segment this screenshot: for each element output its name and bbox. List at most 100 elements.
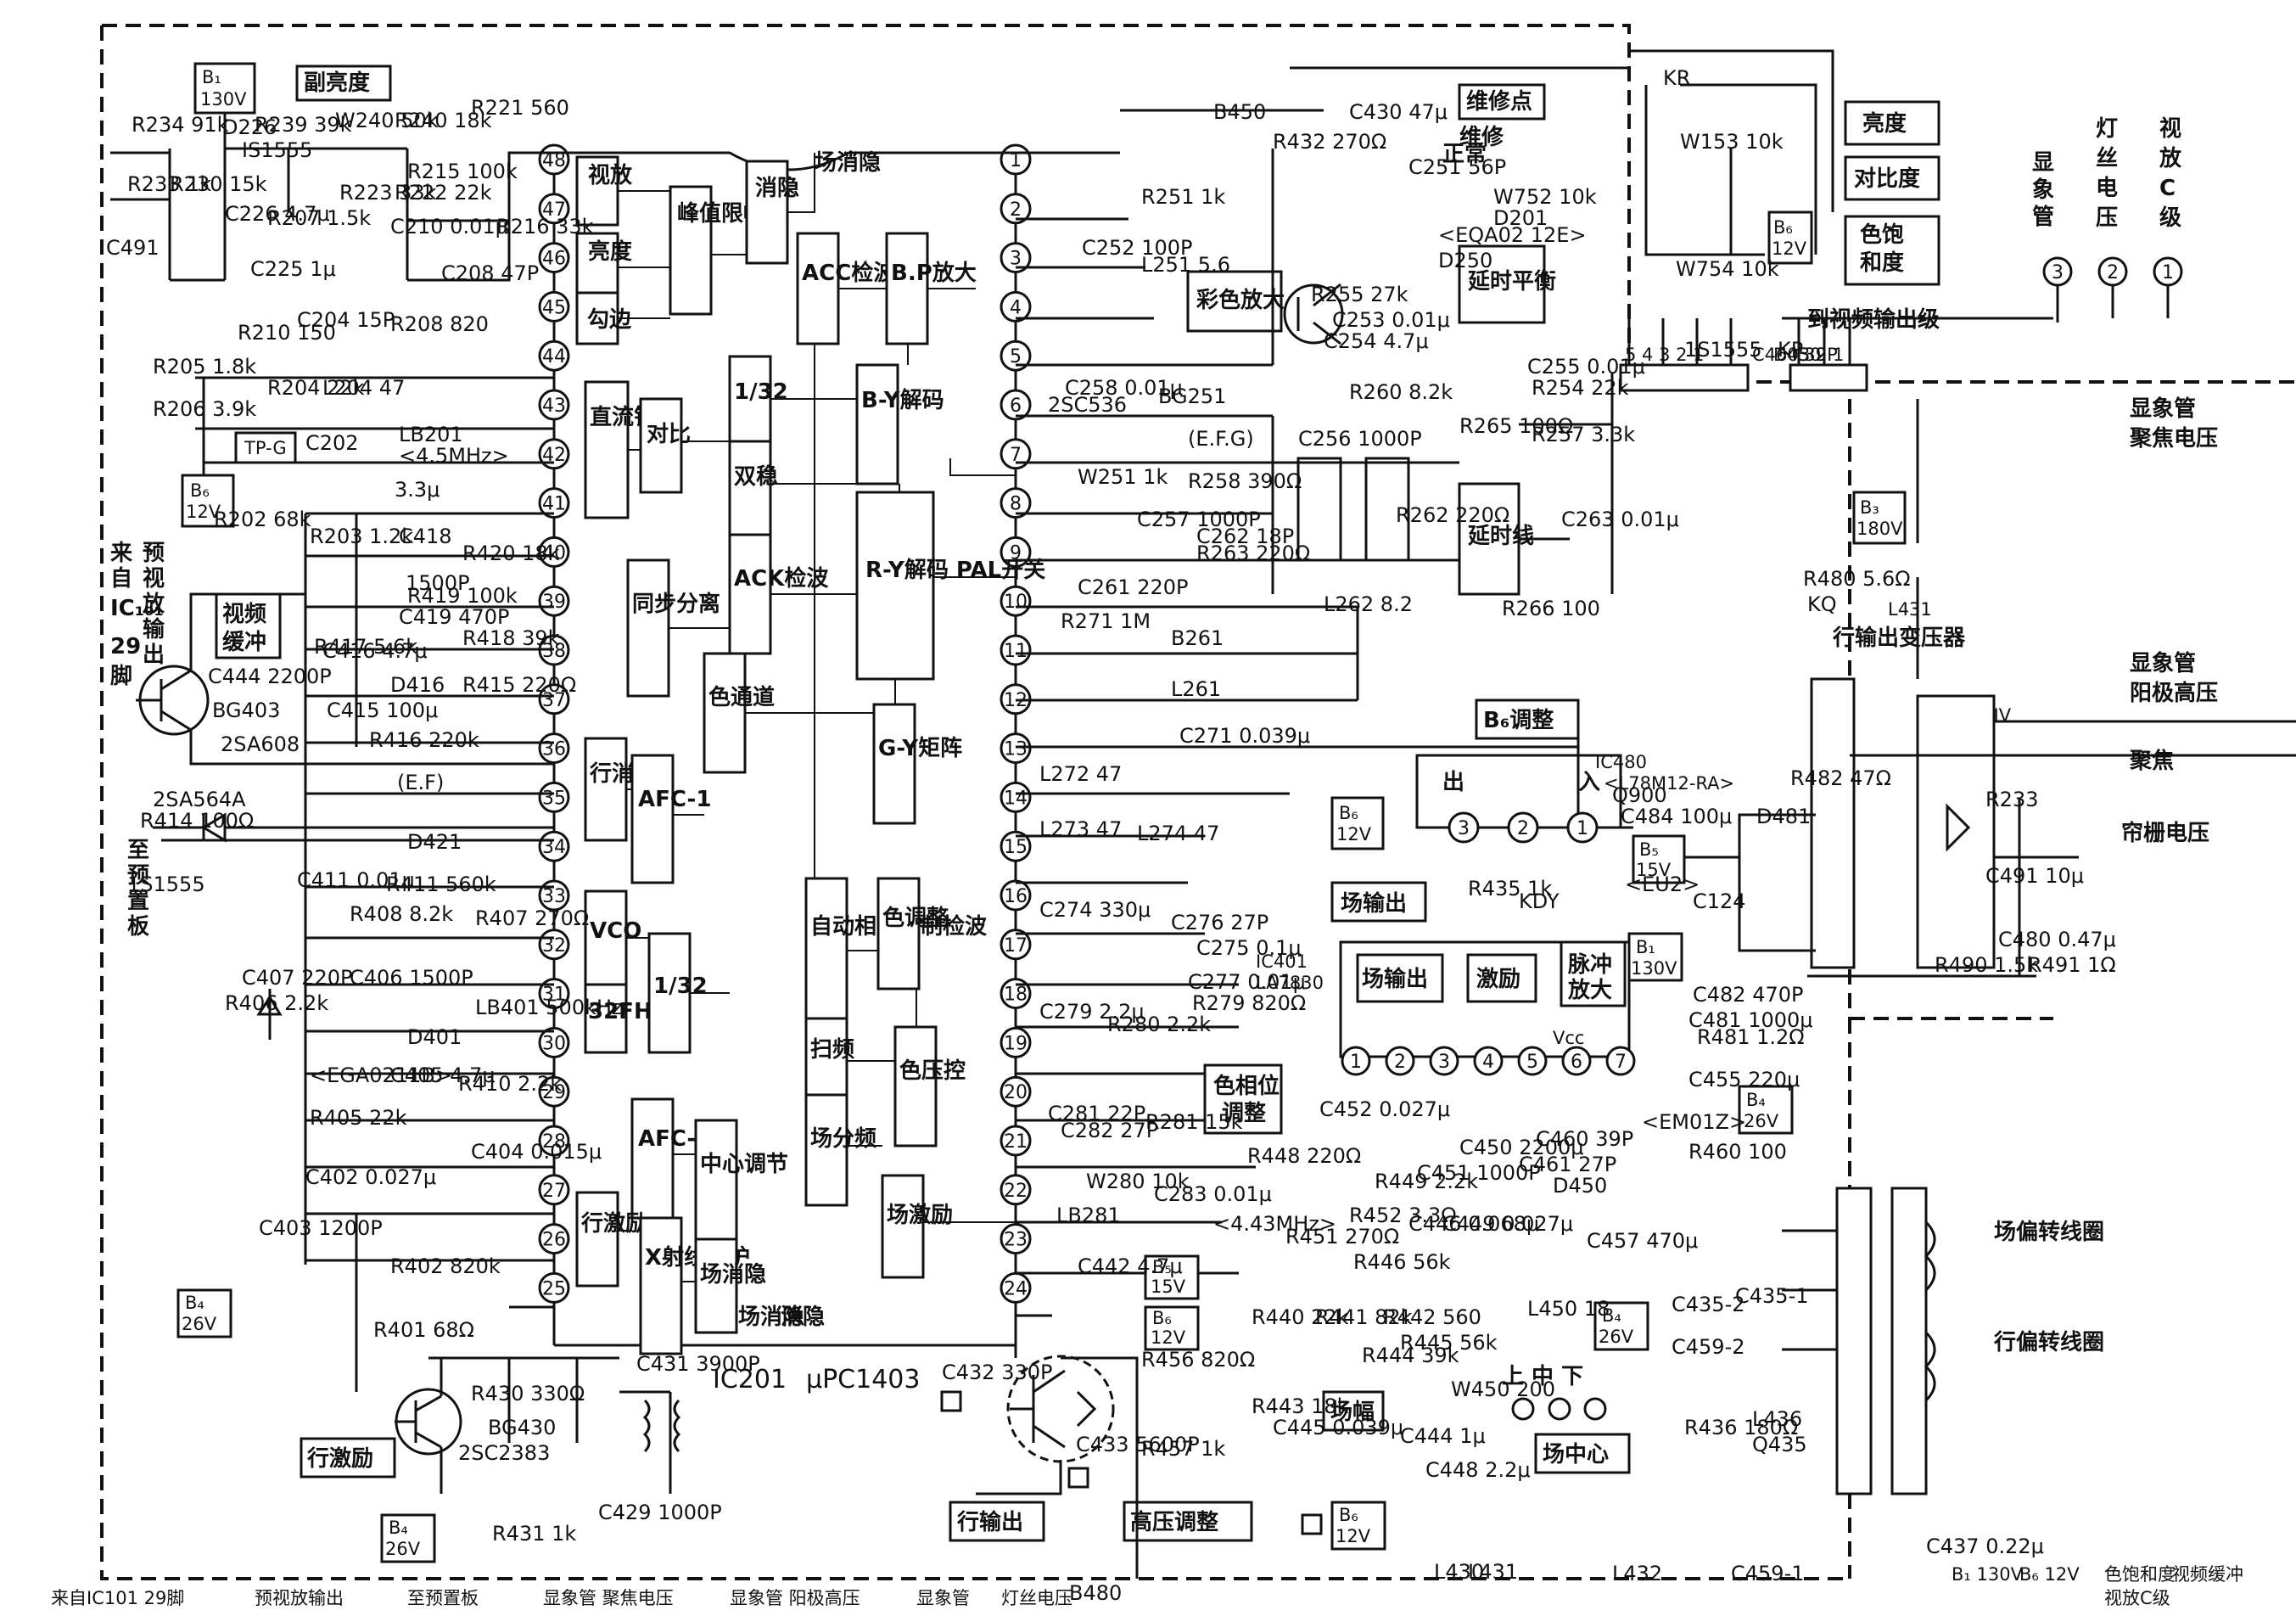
svg-text:21: 21 bbox=[1004, 1131, 1028, 1153]
component-label: C455 220μ bbox=[1688, 1068, 1800, 1091]
ic401-pin-2: 2 bbox=[1385, 1046, 1415, 1076]
svg-text:12V: 12V bbox=[1151, 1327, 1186, 1348]
svg-text:亮度: 亮度 bbox=[1862, 110, 1907, 137]
blk-shuangwen: 双稳 bbox=[728, 440, 778, 536]
svg-text:26V: 26V bbox=[385, 1539, 421, 1559]
component-label: R435 1k bbox=[1468, 877, 1552, 901]
svg-text:自: 自 bbox=[110, 565, 132, 592]
component-label: R414 100Ω bbox=[140, 809, 254, 833]
svg-text:46: 46 bbox=[542, 249, 566, 270]
component-label: 1S1555 bbox=[127, 873, 205, 896]
component-label: R233 1k bbox=[127, 172, 211, 196]
right-wiring bbox=[1016, 66, 1629, 1317]
svg-text:场输出: 场输出 bbox=[1341, 890, 1407, 917]
ic201-pin-37: 37 bbox=[538, 683, 570, 715]
svg-text:对比度: 对比度 bbox=[1854, 166, 1920, 192]
svg-text:B₃: B₃ bbox=[1860, 497, 1879, 518]
hidden-label: 灯丝电压 bbox=[1001, 1588, 1072, 1608]
component-label: L204 47 bbox=[322, 376, 405, 400]
component-label: C402 0.027μ bbox=[305, 1165, 436, 1189]
component-label: KDY bbox=[1519, 889, 1560, 913]
svg-text:亮度: 亮度 bbox=[588, 238, 632, 265]
component-label: C253 0.01μ bbox=[1332, 308, 1450, 332]
ic201-pin-45: 45 bbox=[538, 290, 570, 323]
svg-text:调整: 调整 bbox=[1222, 1100, 1266, 1126]
component-label: C446 0.068μ bbox=[1408, 1212, 1539, 1236]
svg-text:10: 10 bbox=[1004, 592, 1028, 613]
svg-text:显象管: 显象管 bbox=[2130, 650, 2196, 676]
svg-text:阳极高压: 阳极高压 bbox=[2130, 680, 2218, 706]
component-label: W240 50k bbox=[335, 109, 439, 132]
blk-changxiaoyin: 场消隐 bbox=[694, 1237, 766, 1334]
component-label: L431 bbox=[1468, 1560, 1518, 1584]
svg-text:3: 3 bbox=[1438, 1052, 1450, 1073]
blk-liangdu: 亮度 bbox=[575, 232, 632, 303]
component-label: R223 33k bbox=[339, 181, 437, 205]
blk-ackjian: ACK检波 bbox=[728, 533, 829, 655]
component-label: B480 bbox=[1069, 1581, 1122, 1605]
component-label: R445 56k bbox=[1400, 1331, 1498, 1355]
ic201-pin-1: 1 bbox=[1000, 143, 1032, 176]
ic201-pin-46: 46 bbox=[538, 242, 570, 274]
component-label: R411 560k bbox=[386, 873, 496, 896]
ic201-label: IC201 bbox=[713, 1365, 787, 1394]
svg-text:18: 18 bbox=[1004, 985, 1028, 1006]
blk-changjili: 场激励 bbox=[881, 1174, 953, 1279]
component-label: R266 100 bbox=[1502, 597, 1600, 620]
component-label: C484 100μ bbox=[1621, 805, 1732, 828]
component-label: W153 10k bbox=[1680, 130, 1784, 154]
svg-text:放: 放 bbox=[2159, 145, 2182, 171]
component-label: 2SC536 bbox=[1048, 393, 1127, 417]
blk-byjie: B-Y解码 bbox=[855, 363, 944, 485]
component-label: R202 68k bbox=[214, 508, 311, 531]
svg-text:1: 1 bbox=[1576, 818, 1588, 839]
box-b6a bbox=[181, 474, 235, 528]
svg-text:B₆调整: B₆调整 bbox=[1483, 707, 1554, 733]
yoke-area: 场偏转线圈 行偏转线圈 bbox=[1782, 1187, 2104, 1495]
svg-text:5: 5 bbox=[1526, 1052, 1538, 1073]
component-label: C226 4.7μ bbox=[225, 202, 330, 226]
svg-text:15: 15 bbox=[1004, 837, 1028, 858]
box-b4b bbox=[1593, 1301, 1649, 1351]
blk-yanshixian: 延时线 bbox=[1458, 482, 1534, 596]
component-label: R402 820k bbox=[390, 1254, 501, 1278]
component-label: C452 0.027μ bbox=[1319, 1097, 1450, 1121]
hidden-label: B₆ 12V bbox=[2019, 1564, 2080, 1585]
svg-text:场输出: 场输出 bbox=[1362, 966, 1428, 992]
component-label: C432 330P bbox=[942, 1361, 1052, 1384]
component-label: D450 bbox=[1553, 1174, 1607, 1198]
svg-text:B₆: B₆ bbox=[1773, 217, 1793, 238]
ic401-pin-1: 1 bbox=[1341, 1046, 1371, 1076]
component-label: C461 27P bbox=[1519, 1153, 1616, 1176]
svg-text:色相位: 色相位 bbox=[1213, 1073, 1280, 1099]
svg-text:G-Y矩阵: G-Y矩阵 bbox=[878, 736, 962, 761]
ic201-pin-26: 26 bbox=[538, 1223, 570, 1255]
box-sebao-ctrl bbox=[1844, 215, 1940, 286]
component-label: C275 0.1μ bbox=[1196, 936, 1302, 960]
component-label: C256 1000P bbox=[1298, 427, 1422, 451]
svg-text:压: 压 bbox=[2096, 205, 2118, 231]
svg-text:22: 22 bbox=[1004, 1181, 1028, 1202]
svg-text:30: 30 bbox=[542, 1033, 566, 1054]
component-label: B450 bbox=[1213, 100, 1266, 124]
svg-text:勾边: 勾边 bbox=[587, 307, 632, 333]
component-label: LB201 bbox=[399, 423, 463, 446]
ic201-pin-3: 3 bbox=[1000, 242, 1032, 274]
svg-text:电: 电 bbox=[2096, 176, 2118, 201]
svg-text:和度: 和度 bbox=[1860, 250, 1904, 276]
ic201-pin-19: 19 bbox=[1000, 1026, 1032, 1058]
ic201-pin-31: 31 bbox=[538, 978, 570, 1010]
hidden-label: 色饱和度 bbox=[2104, 1564, 2176, 1585]
component-label: L262 8.2 bbox=[1324, 592, 1413, 616]
blk-hangjili: 行激励 bbox=[575, 1191, 647, 1288]
component-label: C480 0.47μ bbox=[1998, 928, 2116, 951]
svg-text:2: 2 bbox=[1517, 818, 1529, 839]
svg-text:VCO: VCO bbox=[590, 918, 641, 944]
svg-text:ACC检波: ACC检波 bbox=[802, 260, 896, 286]
svg-text:B₆: B₆ bbox=[1152, 1308, 1172, 1328]
box-liangdu-ctrl bbox=[1844, 100, 1940, 146]
svg-text:ACK检波: ACK检波 bbox=[734, 565, 829, 592]
